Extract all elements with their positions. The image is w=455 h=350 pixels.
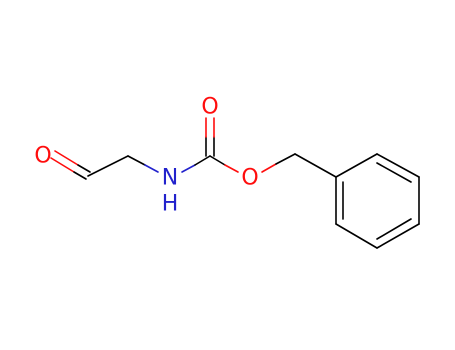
ring-bond-2 <box>376 153 420 178</box>
bond-aldehyde-co-2 <box>54 150 79 166</box>
atom-aldehyde-oxygen: O <box>34 144 51 169</box>
atom-ester-oxygen: O <box>241 166 258 191</box>
atom-hydrogen: H <box>162 192 179 217</box>
bond-aldehyde-co-1b <box>73 171 87 180</box>
bond-o-ch2-a <box>261 163 277 173</box>
bond-n-c3-b <box>194 155 211 166</box>
ring-bond-4 <box>376 223 420 249</box>
bond-c2-n-a <box>127 155 146 166</box>
ring-double-1 <box>376 162 412 183</box>
bond-n-c3-a <box>181 164 196 173</box>
bond-aldehyde-co-1 <box>50 157 75 173</box>
bond-c1-c2 <box>87 155 129 177</box>
atom-carbonyl-oxygen: O <box>201 95 218 120</box>
ring-double-2 <box>376 218 412 240</box>
ring-bond-5 <box>335 223 378 249</box>
bond-c3-o-ester-b <box>224 164 239 173</box>
bond-c2-n-b <box>144 164 159 173</box>
bond-ch2-ring <box>294 153 337 178</box>
ring-bond-1 <box>335 153 378 178</box>
bond-c3-o-ester-a <box>209 155 226 166</box>
atom-nitrogen: N <box>162 166 178 191</box>
bond-o-ch2-b <box>275 153 296 165</box>
bond-aldehyde-co-2b <box>77 164 91 173</box>
